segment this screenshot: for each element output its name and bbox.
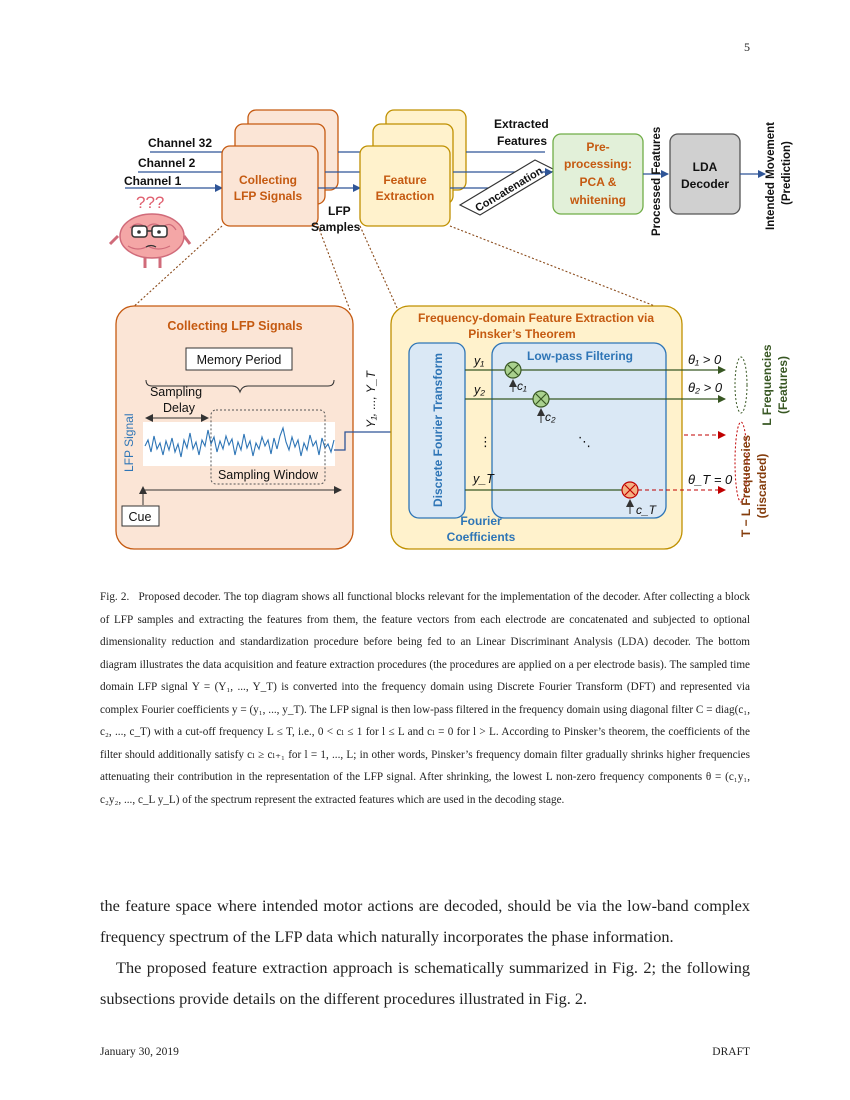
theta1-label: θ₁ > 0	[688, 352, 722, 367]
theta2-label: θ₂ > 0	[688, 380, 723, 395]
tl-frequencies-label-2: (discarded)	[755, 454, 769, 519]
collecting-lfp-panel: Collecting LFP Signals Memory Period Sam…	[115, 305, 354, 550]
channel-32-label: Channel 32	[148, 136, 212, 150]
yT-label: y_T	[472, 472, 495, 486]
intended-movement-label-1: Intended Movement	[765, 122, 777, 230]
lda-label-1: LDA	[693, 160, 718, 174]
lfp-signal-waveform	[144, 426, 335, 458]
collecting-block-label-2: LFP Signals	[234, 189, 303, 203]
footer-status: DRAFT	[712, 1046, 750, 1058]
preprocessing-block: Pre- processing: PCA & whitening	[552, 133, 644, 215]
collecting-panel-title: Collecting LFP Signals	[167, 319, 302, 333]
question-marks: ???	[136, 193, 164, 212]
cue-label: Cue	[129, 510, 152, 524]
c1-label: c₁	[517, 379, 527, 393]
channel-2-label: Channel 2	[138, 156, 196, 170]
freq-panel-title-2: Pinsker’s Theorem	[468, 327, 575, 341]
lfp-samples-label-1: LFP	[328, 204, 351, 218]
sampling-delay-label-1: Sampling	[150, 385, 202, 399]
low-pass-label: Low-pass Filtering	[527, 349, 633, 363]
c2-label: c₂	[545, 410, 556, 424]
thetaT-label: θ_T = 0	[688, 472, 733, 487]
figure-caption: Fig. 2. Proposed decoder. The top diagra…	[100, 586, 750, 811]
vdots-label: ⋮	[479, 434, 492, 449]
lfp-samples-label-2: Samples	[311, 220, 361, 234]
y-sequence-label: Y₁, ..., Y_T	[364, 369, 378, 428]
processed-features-label: Processed Features	[651, 127, 663, 236]
pre-label-2: processing:	[564, 157, 632, 171]
body-paragraph-2: The proposed feature extraction approach…	[100, 958, 750, 1008]
feature-block-label-2: Extraction	[376, 189, 435, 203]
lfp-signal-label: LFP Signal	[122, 414, 136, 472]
fourier-coeff-label-1: Fourier	[460, 514, 502, 528]
tl-frequencies-label-1: T − L Frequencies	[739, 435, 753, 537]
figure-caption-label: Fig. 2.	[100, 591, 130, 603]
page-number: 5	[744, 40, 750, 54]
freq-panel-title-1: Frequency-domain Feature Extraction via	[418, 311, 654, 325]
y2-label: y₂	[473, 383, 485, 397]
y1-label: y₁	[473, 354, 484, 368]
body-paragraph-1: the feature space where intended motor a…	[100, 896, 750, 946]
channel-1-label: Channel 1	[124, 174, 182, 188]
feature-block-label-1: Feature	[383, 173, 427, 187]
collecting-block-label-1: Collecting	[239, 173, 297, 187]
collecting-lfp-block: Collecting LFP Signals	[221, 109, 339, 227]
memory-period-label: Memory Period	[197, 353, 282, 367]
extracted-features-label-1: Extracted	[494, 117, 549, 131]
figure-caption-text: Proposed decoder. The top diagram shows …	[100, 591, 751, 806]
cT-label: c_T	[636, 503, 658, 517]
ddots-label: ⋱	[578, 434, 591, 449]
pre-label-4: whitening	[569, 193, 626, 207]
dft-label: Discrete Fourier Transform	[431, 353, 445, 507]
lda-label-2: Decoder	[681, 177, 729, 191]
lda-decoder-block: LDA Decoder	[669, 133, 741, 215]
l-frequencies-label-2: (Features)	[776, 356, 790, 414]
sampling-window-label: Sampling Window	[218, 468, 319, 482]
figure-2-diagram: Channel 32 Channel 2 Channel 1 ??? Colle…	[108, 109, 793, 550]
fourier-coeff-label-2: Coefficients	[447, 530, 516, 544]
pre-label-1: Pre-	[586, 140, 609, 154]
footer-date: January 30, 2019	[100, 1046, 179, 1058]
extracted-features-label-2: Features	[497, 134, 547, 148]
sampling-delay-label-2: Delay	[163, 401, 196, 415]
pre-label-3: PCA &	[580, 175, 617, 189]
intended-movement-label-2: (Prediction)	[781, 141, 793, 205]
frequency-feature-panel: Frequency-domain Feature Extraction via …	[390, 305, 790, 550]
feature-extraction-block: Feature Extraction	[359, 109, 467, 227]
l-frequencies-label-1: L Frequencies	[760, 344, 774, 425]
brain-icon: ???	[108, 193, 192, 268]
